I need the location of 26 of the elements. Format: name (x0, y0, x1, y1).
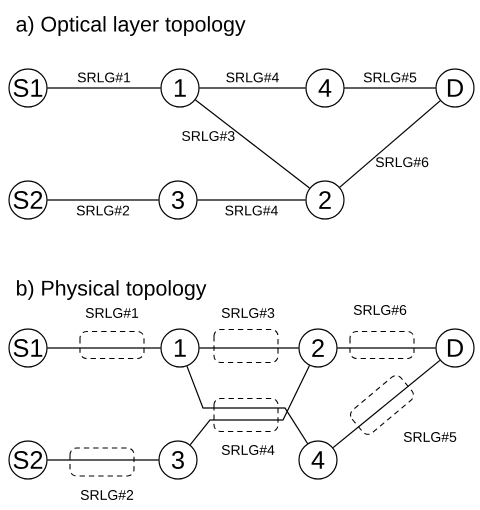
connector-line (339, 100, 441, 188)
connector-line (48, 347, 160, 349)
group-label: SRLG#6 (354, 305, 406, 315)
group-label: SRLG#4 (222, 445, 274, 455)
connector-line (198, 199, 306, 201)
edge-label: SRLG#5 (364, 72, 416, 82)
group-label: SRLG#1 (86, 308, 138, 318)
group-label: SRLG#3 (222, 308, 274, 318)
section-heading: a) Optical layer topology (16, 16, 246, 36)
group-label: SRLG#2 (80, 490, 134, 500)
edge-label: SRLG#6 (376, 157, 428, 168)
edge-label: SRLG#3 (182, 131, 235, 141)
edge-label: SRLG#4 (225, 206, 278, 216)
connector-line (48, 459, 158, 461)
edge-label: SRLG#4 (226, 72, 279, 82)
edge-label: SRLG#1 (78, 72, 130, 82)
connector-line (195, 100, 310, 188)
connector-line (48, 87, 160, 89)
connector-line (200, 87, 306, 89)
edge-label: SRLG#2 (76, 206, 130, 216)
group-label: SRLG#5 (404, 432, 456, 442)
section-heading: b) Physical topology (16, 280, 206, 300)
connector-line (48, 199, 158, 201)
connector-line (338, 347, 436, 349)
connector-line (332, 360, 440, 448)
connector-line (344, 87, 436, 89)
